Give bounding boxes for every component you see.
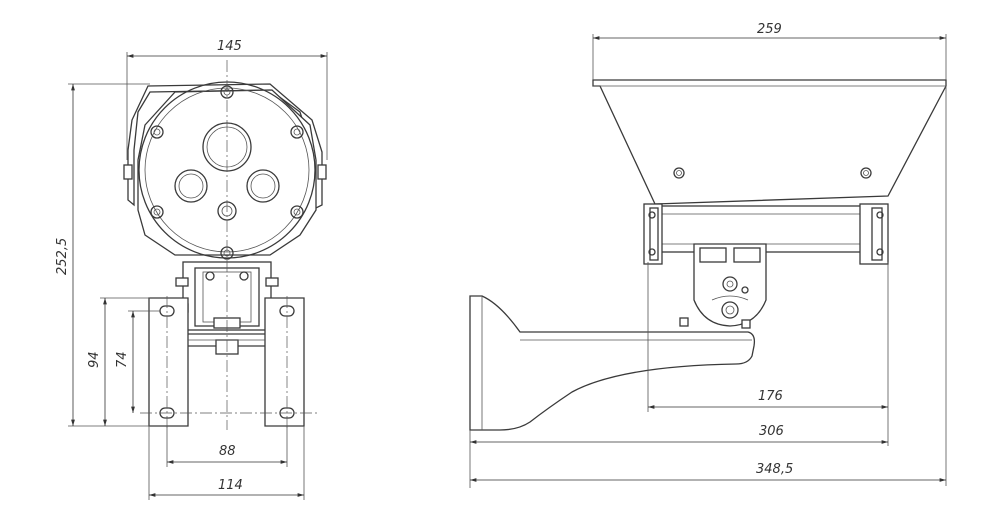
dim-side-total: 348,5 [756,462,793,477]
front-view: 145 252,5 94 74 88 114 [55,39,327,500]
dim-side-hood: 259 [757,22,782,37]
dim-front-height-total: 252,5 [55,238,70,275]
side-hinge [680,244,766,328]
dim-side-mid: 306 [759,424,784,439]
dim-front-base: 114 [218,478,243,493]
side-view: 259 176 306 348,5 [470,22,946,488]
side-hood [593,80,946,204]
dim-front-bracket-outer: 94 [87,351,102,368]
dim-side-arm: 176 [758,389,783,404]
dim-front-bracket-inner: 74 [115,351,130,368]
dim-front-width-top: 145 [217,39,242,54]
dim-front-holes: 88 [219,444,236,459]
